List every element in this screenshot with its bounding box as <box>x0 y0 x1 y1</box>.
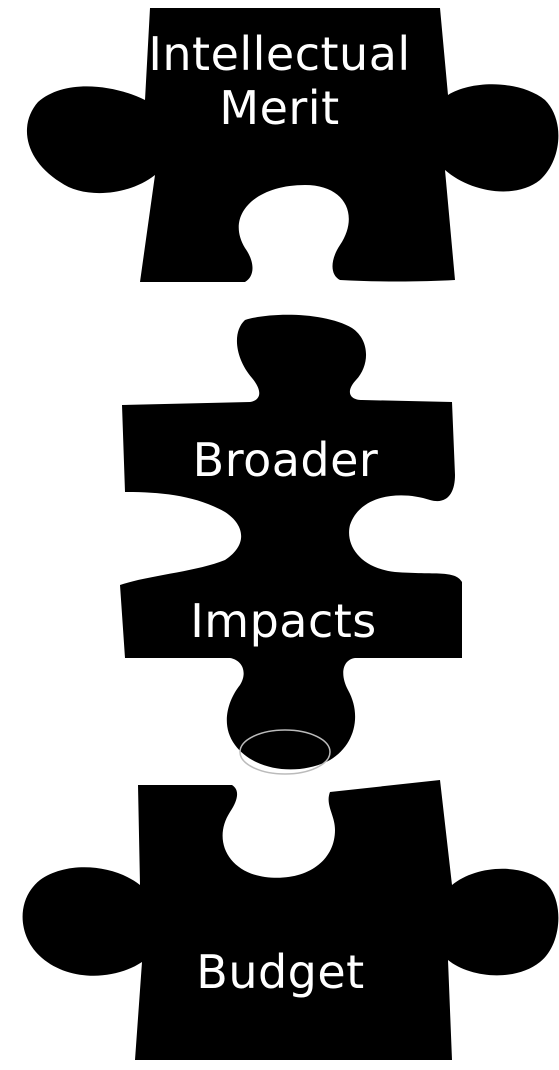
broader-impacts-puzzle-piece <box>120 315 462 770</box>
budget-puzzle-piece <box>23 780 559 1060</box>
broader-label: Broader <box>6 433 559 487</box>
intellectual-merit-label: Intellectual Merit <box>0 27 559 135</box>
budget-label: Budget <box>1 945 559 999</box>
impacts-label: Impacts <box>4 594 559 648</box>
